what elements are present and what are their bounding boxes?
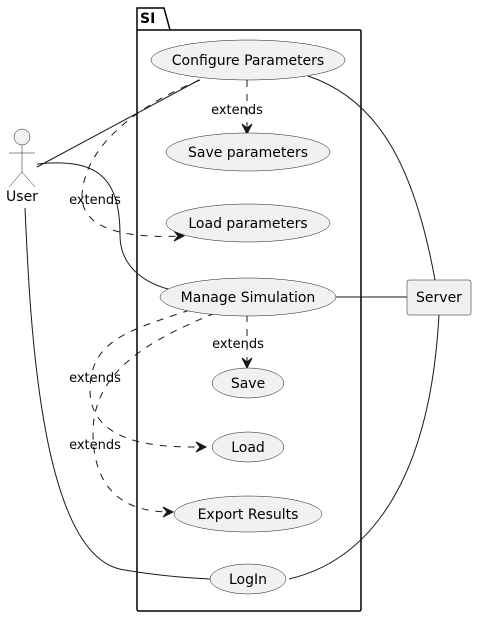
use-case-label: Export Results [198,507,299,523]
extends-manage-export [92,312,216,513]
server-node: Server [406,279,472,316]
use-case-export-results: Export Results [173,495,323,533]
use-case-shape [173,495,323,533]
package-frame [136,7,362,612]
assoc-configure-server [307,75,436,281]
actor-left-leg [8,171,23,188]
use-case-load-parameters: Load parameters [165,203,331,243]
use-case-shape [211,431,285,463]
use-case-label: Save parameters [188,145,308,161]
use-case-load: Load [211,431,285,463]
arrowhead-load [195,441,208,453]
assoc-user-manage [36,162,173,291]
actor-right-leg [21,171,36,188]
arrowhead-export [162,506,175,518]
use-case-shape [211,367,285,399]
use-case-save: Save [211,367,285,399]
use-case-label: LogIn [229,572,267,588]
use-case-shape [209,563,287,595]
use-case-label: Configure Parameters [172,53,324,69]
extends-label-save-params: extends [211,103,263,118]
assoc-user-login [24,207,211,580]
use-case-label: Save [231,376,265,392]
extends-label-save: extends [212,337,264,352]
arrowhead-save [241,357,253,370]
assoc-user-configure [36,79,200,168]
use-case-label: Load [231,440,265,456]
package-si: SI [136,7,362,612]
assoc-login-server [288,314,440,580]
use-case-configure-parameters: Configure Parameters [150,39,346,81]
use-case-shape [165,132,331,172]
use-case-shape [165,203,331,243]
use-case-login: LogIn [209,563,287,595]
actor-head [13,128,31,146]
associations [24,75,440,580]
extends-relations [81,79,253,518]
use-case-manage-simulation: Manage Simulation [159,277,337,317]
extends-label-export: extends [69,438,121,453]
actor-label: User [6,189,38,205]
extends-label-load-params: extends [69,193,121,208]
use-case-label: Load parameters [188,216,307,232]
server-label: Server [416,290,462,306]
extends-configure-load-params [81,79,201,237]
use-case-shape [159,277,337,317]
use-case-label: Manage Simulation [181,290,316,306]
use-case-shape [150,39,346,81]
actor-user: User [6,128,38,205]
extends-label-load: extends [69,371,121,386]
package-label: SI [140,11,155,27]
arrowhead-save-params [241,123,253,136]
use-case-save-parameters: Save parameters [165,132,331,172]
